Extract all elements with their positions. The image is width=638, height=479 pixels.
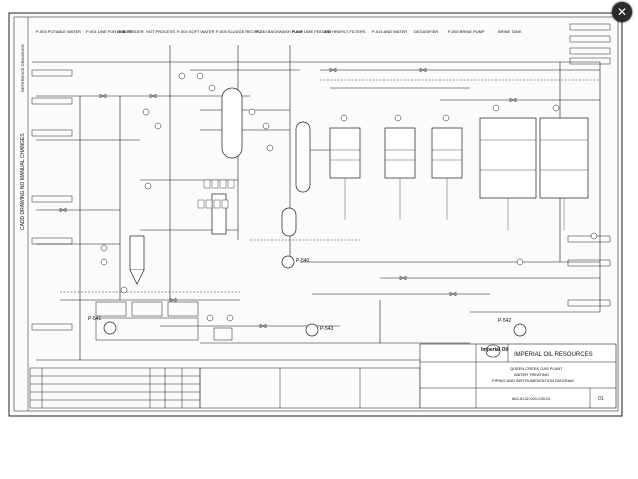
- pump-tag: P-540: [296, 258, 310, 264]
- pumps: [103, 255, 527, 337]
- equipment-tag: P-503 POTABLE WATER: [36, 29, 81, 34]
- owner-name: Imperial Oil: [481, 347, 509, 353]
- equipment-tag: P-504 SOFT WATER: [177, 29, 215, 34]
- pump-tag: P-543: [320, 326, 334, 332]
- drawing-number: 662-6132-020-030-01: [512, 396, 551, 401]
- side-label-reference: REFERENCE DRAWINGS: [20, 44, 25, 92]
- filter-bank: [197, 179, 235, 209]
- right-line-tags: [31, 23, 611, 331]
- equipment-tag: P-901 LINE FOR BOILER: [86, 29, 132, 34]
- equipment-tag-row: P-503 POTABLE WATER P-901 LINE FOR BOILE…: [36, 29, 522, 34]
- equipment-tag: DEGASIFIER: [414, 29, 438, 34]
- vessels: [129, 87, 589, 285]
- drawing-title-2: PIPING AND INSTRUMENTATION DIAGRAM: [492, 378, 574, 383]
- company-name: IMPERIAL OIL RESOURCES: [514, 352, 593, 358]
- chemical-skid: [95, 301, 233, 341]
- instrument-bubbles: [100, 72, 598, 322]
- close-icon[interactable]: ✕: [612, 2, 632, 22]
- valve-symbols: [59, 67, 517, 329]
- equipment-tag: ANTHRAFILT FILTERS: [324, 29, 366, 34]
- title-block: [419, 343, 617, 409]
- equipment-tag: BRINE TANK: [498, 29, 522, 34]
- equipment-tag: P-515 AND WATER: [372, 29, 407, 34]
- equipment-tag: P-550 BRINE PUMP: [448, 29, 485, 34]
- drawing-title-1: WATER TREATING: [514, 372, 549, 377]
- equipment-tag: LIME FEEDER: [117, 29, 144, 34]
- sheet-number: 01: [598, 396, 604, 402]
- equipment-tag: P-541 LIME FEEDER: [292, 29, 331, 34]
- equipment-tag: HOT PROCESS: [146, 29, 175, 34]
- pump-tag: P-542: [498, 318, 512, 324]
- dashed-instrument-lines: [60, 79, 600, 293]
- pump-tag: P-541: [88, 316, 102, 322]
- plant-name: QUEEN CREEK GAS PLANT: [510, 366, 563, 371]
- equipment-tag: P-505 SLUDGE RECIRC: [216, 29, 261, 34]
- side-label-cadd: CADD DRAWING NO MANUAL CHANGES: [20, 133, 26, 230]
- vessel-internals: [330, 139, 588, 230]
- equipment-tag: P-540 BACKWASH PUMP: [256, 29, 304, 34]
- process-lines: [32, 45, 601, 361]
